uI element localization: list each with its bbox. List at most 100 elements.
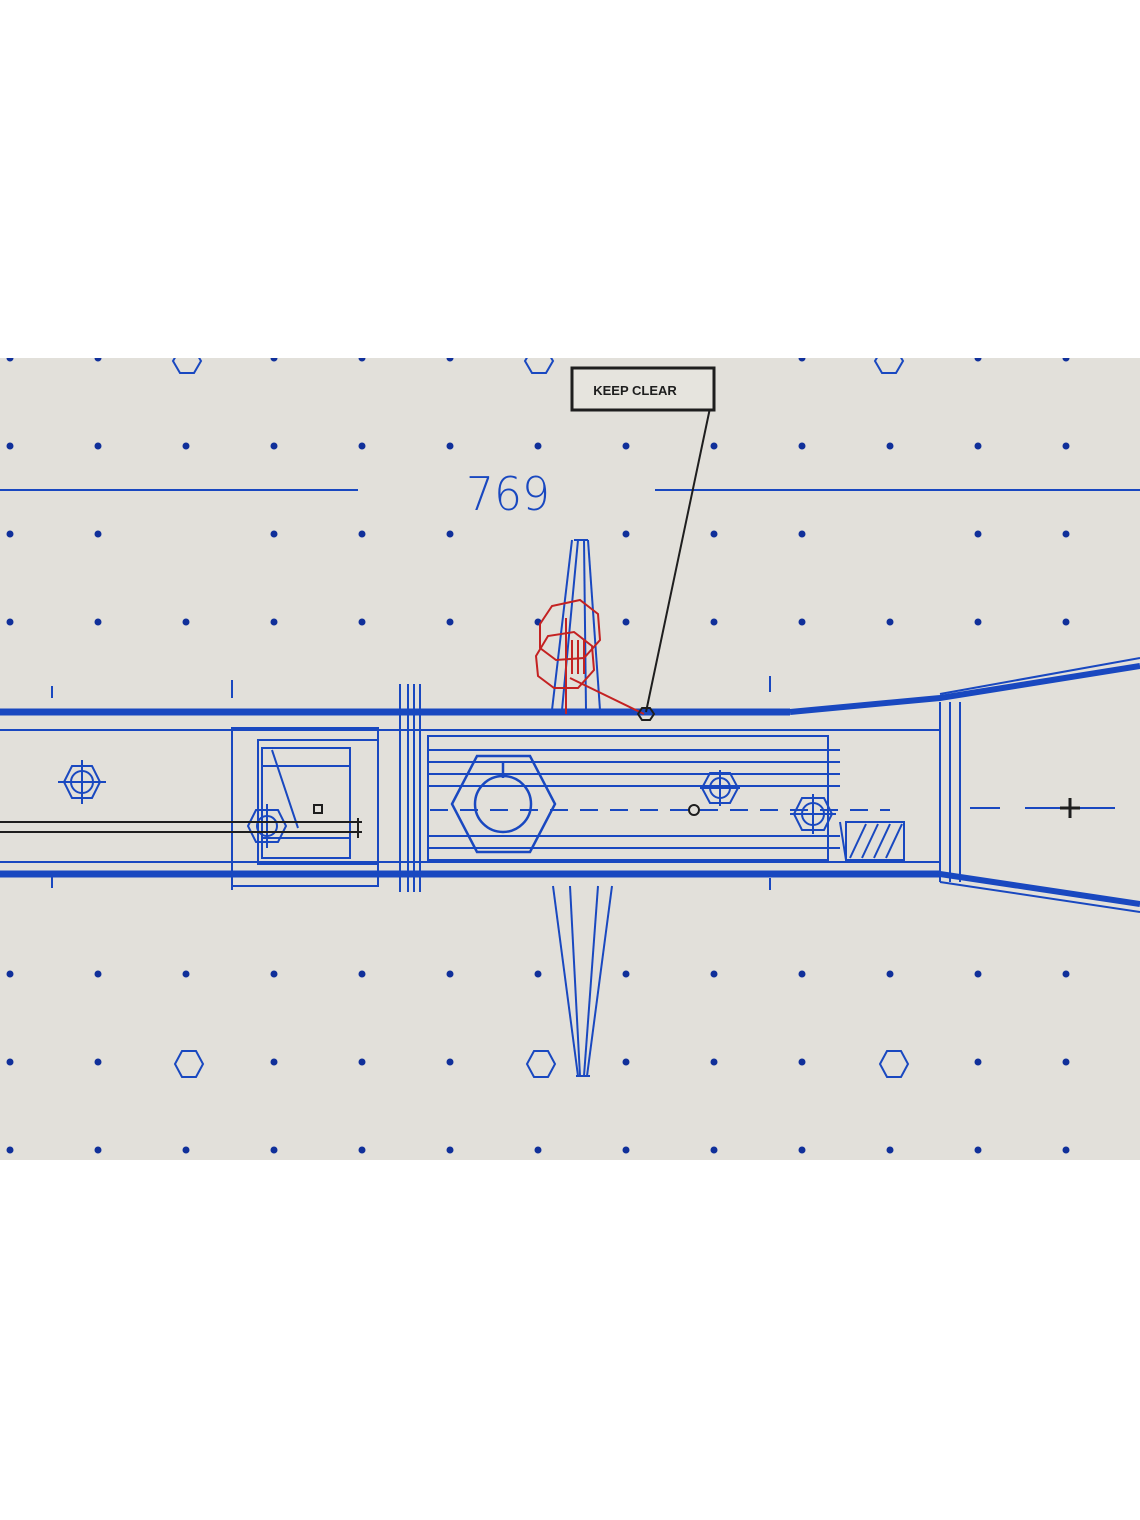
- grid-dot: [6, 970, 14, 978]
- grid-dot: [6, 1058, 14, 1066]
- grid-dot: [886, 1146, 894, 1154]
- grid-dot: [6, 618, 14, 626]
- grid-dot: [270, 970, 278, 978]
- grid-dot: [270, 1146, 278, 1154]
- grid-dot: [974, 442, 982, 450]
- hex-marker: [173, 1050, 205, 1078]
- grid-dot: [974, 1058, 982, 1066]
- red-markings: [534, 598, 645, 715]
- grid-dot: [798, 1146, 806, 1154]
- slide-rail: [427, 735, 890, 861]
- grid-dot: [798, 618, 806, 626]
- grid-dot: [270, 358, 278, 362]
- grid-dot: [534, 970, 542, 978]
- callout-leader: [636, 407, 711, 721]
- grid-dot: [1062, 1058, 1070, 1066]
- grid-dot: [974, 970, 982, 978]
- grid-dot: [1062, 442, 1070, 450]
- grid-dot: [6, 442, 14, 450]
- grid-dot: [182, 1146, 190, 1154]
- grid-dot: [6, 530, 14, 538]
- grid-dot: [622, 530, 630, 538]
- dimension-label: 769: [466, 467, 550, 521]
- grid-dot: [710, 1146, 718, 1154]
- grid-dot: [270, 1058, 278, 1066]
- grid-dot: [622, 970, 630, 978]
- grid-dot: [886, 618, 894, 626]
- grid-dot: [974, 358, 982, 362]
- grid-dot: [6, 358, 14, 362]
- grid-dot: [94, 1058, 102, 1066]
- grid-dot: [534, 442, 542, 450]
- grid-dot: [270, 530, 278, 538]
- hex-marker: [171, 358, 203, 374]
- grid-dot: [94, 970, 102, 978]
- grid-dot: [182, 442, 190, 450]
- grid-dot: [94, 1146, 102, 1154]
- main-beam: [0, 657, 1140, 913]
- grid-dot: [1062, 970, 1070, 978]
- grid-dot: [270, 442, 278, 450]
- grid-dot: [358, 442, 366, 450]
- grid-dot: [798, 530, 806, 538]
- grid-dot: [710, 970, 718, 978]
- grid-dot: [94, 358, 102, 362]
- bracket-housing: [231, 727, 379, 887]
- grid-dot: [974, 1146, 982, 1154]
- grid-dot: [6, 1146, 14, 1154]
- grid-dot: [886, 442, 894, 450]
- grid-dot: [974, 618, 982, 626]
- grid-dot: [534, 1146, 542, 1154]
- grid-dot: [1062, 618, 1070, 626]
- callout-box: KEEP CLEAR: [570, 366, 716, 412]
- grid-dot: [710, 618, 718, 626]
- dot-grid: [6, 358, 1070, 1154]
- grid-dot: [182, 618, 190, 626]
- target-symbol: [246, 804, 288, 848]
- hex-marker: [523, 358, 555, 374]
- grid-dot: [798, 1058, 806, 1066]
- hex-marker: [878, 1050, 910, 1078]
- bolt-head: [700, 770, 740, 806]
- spring-coil: [839, 821, 905, 861]
- hex-markers: [171, 358, 910, 1078]
- grid-dot: [358, 358, 366, 362]
- black-cable: [0, 804, 700, 838]
- grid-dot: [446, 1058, 454, 1066]
- grid-dot: [710, 442, 718, 450]
- grid-dot: [446, 970, 454, 978]
- grid-dot: [358, 970, 366, 978]
- grid-dot: [1062, 1146, 1070, 1154]
- grid-dot: [622, 1146, 630, 1154]
- grid-dot: [446, 530, 454, 538]
- grid-dot: [358, 530, 366, 538]
- grid-dot: [270, 618, 278, 626]
- paper-background: [0, 358, 1140, 1160]
- hex-marker: [873, 358, 905, 374]
- grid-dot: [622, 442, 630, 450]
- grid-dot: [358, 1146, 366, 1154]
- grid-dot: [358, 618, 366, 626]
- grid-dot: [798, 442, 806, 450]
- grid-dot: [446, 1146, 454, 1154]
- grid-dot: [622, 1058, 630, 1066]
- grid-dot: [94, 618, 102, 626]
- grid-dot: [622, 618, 630, 626]
- vertical-spike: [551, 539, 613, 1077]
- technical-drawing: 769: [0, 358, 1140, 1160]
- grid-dot: [182, 970, 190, 978]
- grid-dot: [358, 1058, 366, 1066]
- grid-dot: [446, 442, 454, 450]
- grid-dot: [94, 442, 102, 450]
- grid-dot: [446, 358, 454, 362]
- grid-dot: [1062, 530, 1070, 538]
- grid-dot: [446, 618, 454, 626]
- grid-dot: [798, 358, 806, 362]
- hex-nut-large: [450, 754, 557, 854]
- hex-marker: [525, 1050, 557, 1078]
- grid-dot: [974, 530, 982, 538]
- callout-label: KEEP CLEAR: [593, 383, 677, 398]
- grid-dot: [1062, 358, 1070, 362]
- target-symbol: [58, 760, 106, 804]
